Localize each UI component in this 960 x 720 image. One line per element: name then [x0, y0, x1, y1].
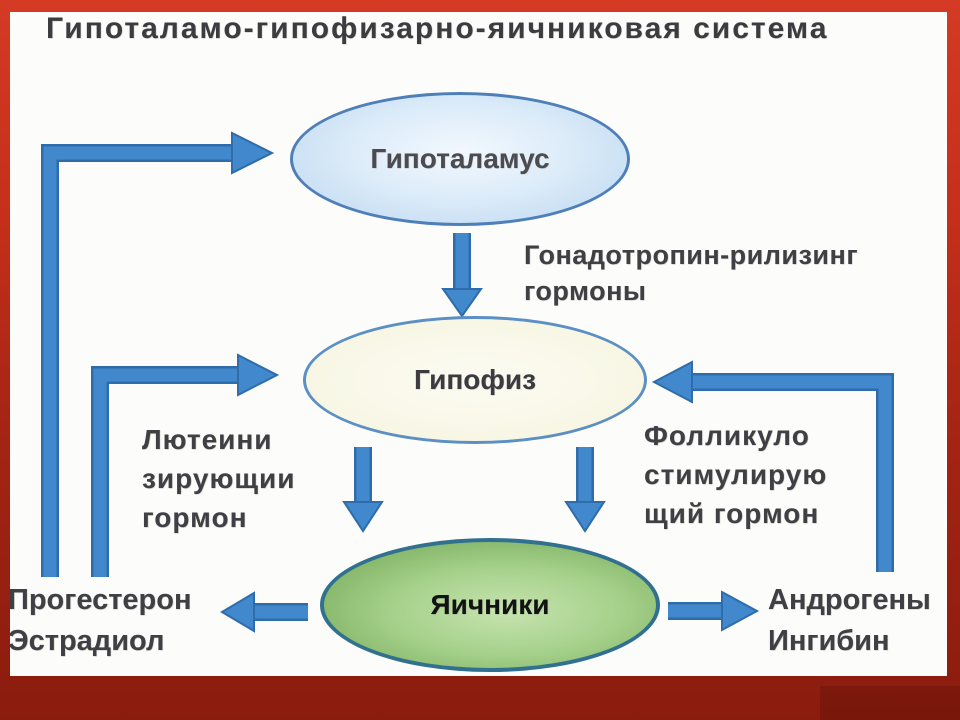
node-pituitary-label: Гипофиз — [413, 364, 537, 395]
node-pituitary: Гипофиз — [303, 316, 647, 444]
node-ovaries: Яичники — [320, 538, 660, 672]
label-fsh-line1: Фолликуло — [644, 420, 810, 451]
label-androgens: Андрогены — [768, 584, 931, 616]
label-gnrh-line2: гормоны — [524, 275, 647, 306]
label-gnrh-line1: Гонадотропин-рилизинг — [524, 240, 859, 270]
arrow-pituitary-to-ovaries-right — [564, 447, 606, 533]
arrow-ovaries-to-androgens — [668, 590, 760, 632]
label-androgens-inhibin: Андрогены Ингибин — [768, 580, 931, 662]
label-fsh-line2: стимулирую — [644, 459, 828, 491]
label-lh-line2: зирующии — [142, 463, 296, 495]
frame-corner-shade — [820, 686, 960, 720]
label-follicle-stimulating-hormone: Фолликуло стимулирую щий гормон — [644, 416, 827, 534]
slide-title: Гипоталамо-гипофизарно-яичниковая систем… — [46, 12, 829, 45]
label-progesterone-estradiol: Прогестерон Эстрадиол — [8, 580, 192, 662]
label-lh-line3: гормон — [142, 502, 248, 534]
arrow-pituitary-to-ovaries-left — [342, 447, 384, 533]
node-ovaries-label: Яичники — [430, 589, 550, 620]
label-progesterone: Прогестерон — [8, 584, 192, 616]
arrow-ovaries-to-progesterone — [220, 591, 308, 633]
node-hypothalamus-label: Гипоталамус — [370, 143, 550, 174]
label-inhibin: Ингибин — [768, 625, 890, 658]
label-fsh-line3: щий гормон — [644, 498, 820, 530]
label-luteinizing-hormone: Лютеини зирующии гормон — [142, 420, 295, 538]
arrow-hypothalamus-to-pituitary — [441, 233, 483, 318]
arrow-feedback-to-hypothalamus — [41, 131, 275, 577]
node-hypothalamus: Гипоталамус — [290, 92, 630, 226]
label-estradiol: Эстрадиол — [8, 625, 165, 658]
arrow-feedback-to-pituitary-right — [651, 360, 894, 572]
label-gnrh: Гонадотропин-рилизинг гормоны — [524, 238, 858, 309]
arrow-feedback-to-pituitary-left — [91, 353, 280, 577]
label-lh-line1: Лютеини — [142, 424, 273, 455]
